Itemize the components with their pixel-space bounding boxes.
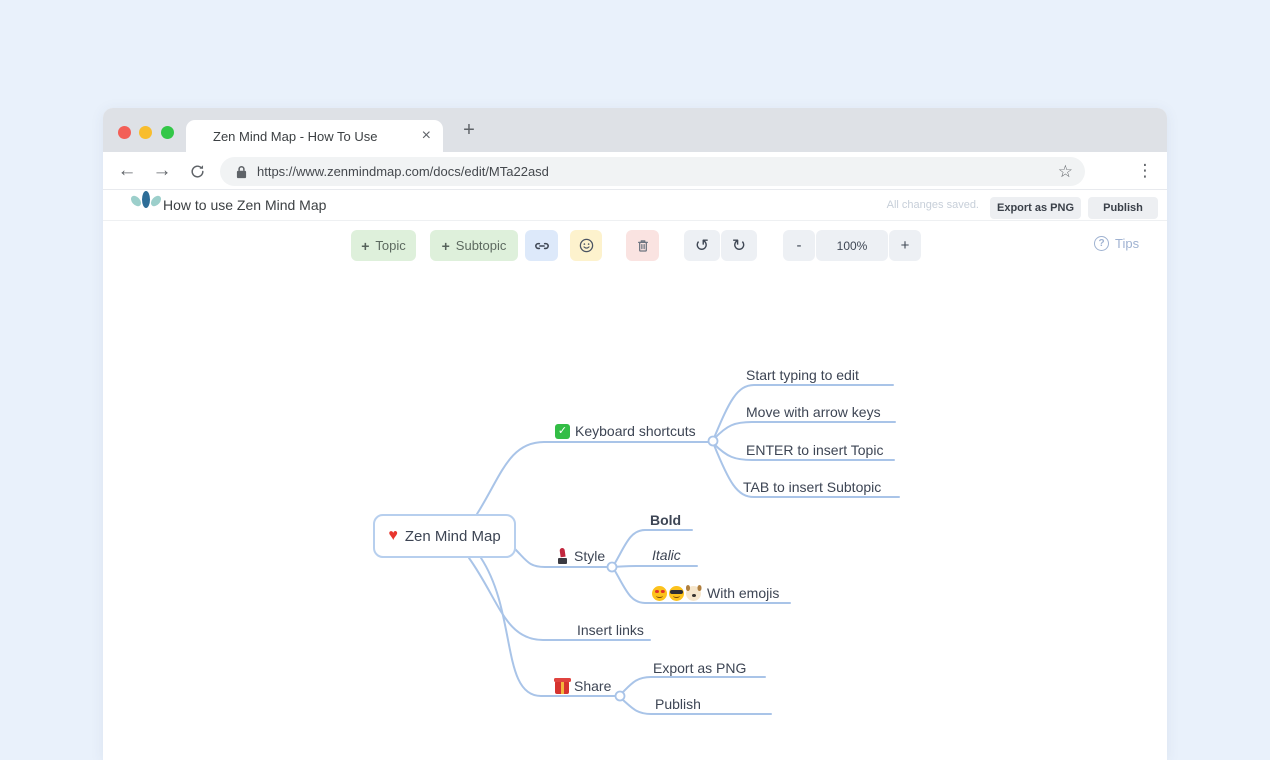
question-circle-icon: ? (1094, 236, 1109, 251)
mindmap-node-export-png[interactable]: Export as PNG (653, 659, 746, 677)
node-label: Share (574, 678, 612, 694)
url-bar[interactable]: https://www.zenmindmap.com/docs/edit/MTa… (220, 157, 1085, 186)
smiley-icon (579, 238, 593, 253)
save-status: All changes saved. (886, 199, 979, 211)
node-label: ENTER to insert Topic (746, 442, 884, 458)
close-window-button[interactable] (118, 126, 131, 139)
mindmap-node-publish[interactable]: Publish (655, 695, 701, 713)
node-label: Publish (655, 696, 701, 712)
emoji-button[interactable] (570, 230, 602, 261)
mindmap-node-insert-links[interactable]: Insert links (577, 621, 644, 639)
bookmark-star-icon[interactable]: ☆ (1057, 161, 1073, 181)
node-label: Bold (650, 512, 682, 528)
browser-navbar: ← → https://www.zenmindmap.com/docs/edit… (103, 152, 1167, 190)
document-title[interactable]: How to use Zen Mind Map (163, 197, 327, 213)
export-png-button[interactable]: Export as PNG (990, 197, 1081, 219)
tips-label: Tips (1115, 236, 1140, 251)
node-label: Insert links (577, 622, 644, 638)
mindmap-node-share[interactable]: Share (553, 677, 612, 695)
mindmap-node-start-typing[interactable]: Start typing to edit (746, 366, 859, 384)
red-heart-emoji-icon (388, 529, 398, 543)
browser-window: Zen Mind Map - How To Use × + ← → https:… (103, 108, 1167, 760)
mindmap-node-italic[interactable]: Italic (652, 546, 681, 564)
maximize-window-button[interactable] (161, 126, 174, 139)
node-label: Move with arrow keys (746, 404, 881, 420)
mindmap-node-enter-topic[interactable]: ENTER to insert Topic (746, 441, 883, 459)
add-topic-label: Topic (375, 238, 406, 253)
lock-icon (236, 165, 247, 179)
browser-menu-icon[interactable]: ⋮ (1136, 161, 1154, 180)
logo-petal (142, 191, 150, 208)
lipstick-emoji-icon (556, 548, 569, 564)
add-subtopic-label: Subtopic (455, 238, 507, 253)
browser-tab[interactable]: Zen Mind Map - How To Use × (186, 120, 443, 152)
gift-emoji-icon (553, 677, 571, 694)
node-label: Start typing to edit (746, 367, 859, 383)
sunglasses-emoji-icon (669, 585, 684, 601)
node-label: With emojis (707, 585, 780, 601)
node-label: Keyboard shortcuts (575, 423, 696, 439)
undo-button[interactable]: ↺ (684, 230, 720, 261)
mindmap-node-keyboard-shortcuts[interactable]: Keyboard shortcuts (555, 422, 696, 440)
node-label: Italic (652, 547, 681, 563)
mindmap-node-style[interactable]: Style (556, 547, 605, 565)
heart-eyes-emoji-icon (652, 585, 667, 601)
mindmap-node-bold[interactable]: Bold (650, 511, 681, 529)
link-icon (534, 242, 549, 249)
delete-button[interactable] (626, 230, 659, 261)
add-subtopic-button[interactable]: + Subtopic (430, 230, 518, 261)
back-icon[interactable]: ← (117, 160, 137, 181)
mindmap-node-tab-subtopic[interactable]: TAB to insert Subtopic (743, 478, 881, 496)
check-mark-emoji-icon (555, 423, 570, 439)
mindmap-node-with-emojis[interactable]: With emojis (652, 584, 779, 602)
zen-mindmap-logo-icon (129, 191, 163, 209)
logo-petal (129, 193, 143, 209)
node-label: TAB to insert Subtopic (743, 479, 882, 495)
tab-title: Zen Mind Map - How To Use (213, 128, 378, 144)
zoom-in-button[interactable]: + (889, 230, 921, 261)
plus-icon: + (441, 237, 450, 254)
add-topic-button[interactable]: + Topic (351, 230, 416, 261)
tips-button[interactable]: ? Tips (1094, 236, 1139, 251)
trash-icon (637, 239, 648, 252)
forward-icon[interactable]: → (152, 160, 172, 181)
zoom-level[interactable]: 100% (816, 230, 888, 261)
redo-button[interactable]: ↻ (721, 230, 757, 261)
url-text[interactable]: https://www.zenmindmap.com/docs/edit/MTa… (257, 164, 549, 179)
root-label: Zen Mind Map (404, 527, 501, 545)
mindmap-node-move-arrows[interactable]: Move with arrow keys (746, 403, 881, 421)
plus-icon: + (361, 237, 370, 254)
minimize-window-button[interactable] (139, 126, 152, 139)
tab-strip: Zen Mind Map - How To Use × + (103, 108, 1167, 152)
new-tab-button[interactable]: + (463, 118, 475, 141)
node-label: Export as PNG (653, 660, 747, 676)
app-header: How to use Zen Mind Map All changes save… (103, 190, 1167, 221)
mindmap-root-node[interactable]: Zen Mind Map (373, 514, 516, 558)
zoom-out-button[interactable]: - (783, 230, 815, 261)
logo-petal (149, 193, 163, 209)
reload-icon[interactable] (183, 152, 211, 190)
dog-emoji-icon (685, 584, 701, 601)
publish-button[interactable]: Publish (1088, 197, 1158, 219)
insert-link-button[interactable] (525, 230, 558, 261)
close-tab-icon[interactable]: × (421, 127, 431, 144)
node-label: Style (574, 548, 606, 564)
